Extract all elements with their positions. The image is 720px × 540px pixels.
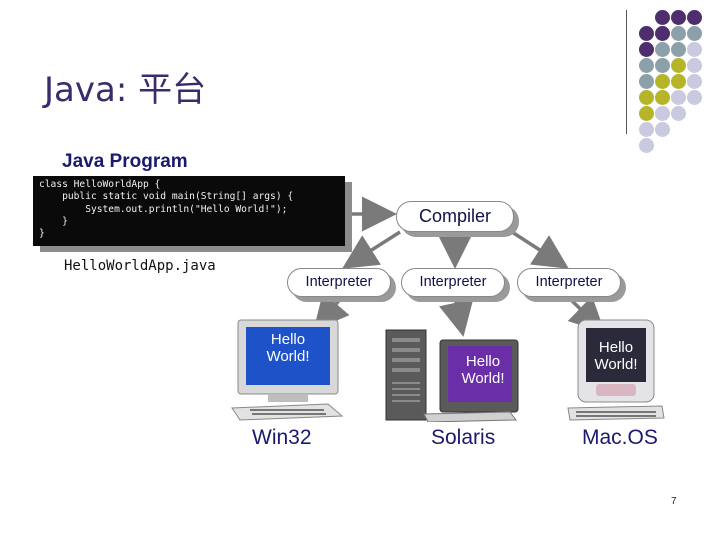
- arrow-compiler-to-left: [342, 230, 401, 269]
- decorative-dot: [655, 74, 670, 89]
- decorative-dot: [639, 42, 654, 57]
- decorative-dot: [655, 106, 670, 121]
- interpreter-pill-mac: Interpreter: [517, 268, 621, 297]
- code-line: }: [39, 228, 45, 240]
- page-number: 7: [671, 496, 677, 507]
- interpreter-pill-solaris: Interpreter: [401, 268, 505, 297]
- decorative-dot: [671, 106, 686, 121]
- solaris-screen-text: Hello World!: [461, 353, 505, 387]
- decorative-dot: [639, 138, 654, 153]
- decorative-dot: [655, 90, 670, 105]
- decorative-dot: [655, 122, 670, 137]
- decorative-dot: [671, 10, 686, 25]
- decorative-dot: [687, 10, 702, 25]
- mac-screen-text: Hello World!: [594, 339, 638, 373]
- slide-title: Java: 平台: [44, 70, 207, 110]
- decorative-dot: [671, 74, 686, 89]
- decorative-dot: [687, 42, 702, 57]
- platform-label-mac: Mac.OS: [582, 426, 658, 449]
- compiler-pill: Compiler: [396, 201, 514, 232]
- decorative-dot: [687, 90, 702, 105]
- decorative-dot: [639, 122, 654, 137]
- solaris-computer-icon: [385, 329, 519, 422]
- java-program-label: Java Program: [62, 151, 188, 172]
- decorative-dot: [639, 58, 654, 73]
- decorative-dot: [671, 42, 686, 57]
- source-filename: HelloWorldApp.java: [64, 258, 216, 274]
- code-line: class HelloWorldApp {: [39, 179, 161, 190]
- mac-computer-icon: [567, 319, 665, 421]
- win32-computer-icon: [231, 319, 344, 421]
- decorative-dot: [639, 106, 654, 121]
- decorative-dot: [655, 42, 670, 57]
- decorative-dot: [687, 26, 702, 41]
- win32-screen-text: Hello World!: [266, 331, 310, 365]
- platform-label-win32: Win32: [252, 426, 312, 449]
- platform-label-solaris: Solaris: [431, 426, 496, 449]
- interpreter-pill-win32: Interpreter: [287, 268, 391, 297]
- code-box: class HelloWorldApp { public static void…: [33, 176, 345, 246]
- decorative-dot: [639, 26, 654, 41]
- decorative-dot: [655, 26, 670, 41]
- decorative-dot: [671, 26, 686, 41]
- arrow-interp-to-solaris: [439, 296, 474, 337]
- decorative-dot: [687, 58, 702, 73]
- code-line: System.out.println("Hello World!");: [39, 203, 288, 215]
- decorative-vertical-line: [626, 10, 627, 134]
- code-line: }: [39, 215, 68, 227]
- decorative-dot: [639, 74, 654, 89]
- decorative-dot: [655, 10, 670, 25]
- decorative-dot: [671, 90, 686, 105]
- arrow-compiler-to-right: [511, 230, 569, 269]
- code-line: public static void main(String[] args) {: [39, 191, 294, 203]
- decorative-dot: [655, 58, 670, 73]
- decorative-dot: [687, 74, 702, 89]
- decorative-dot: [639, 90, 654, 105]
- decorative-dot: [671, 58, 686, 73]
